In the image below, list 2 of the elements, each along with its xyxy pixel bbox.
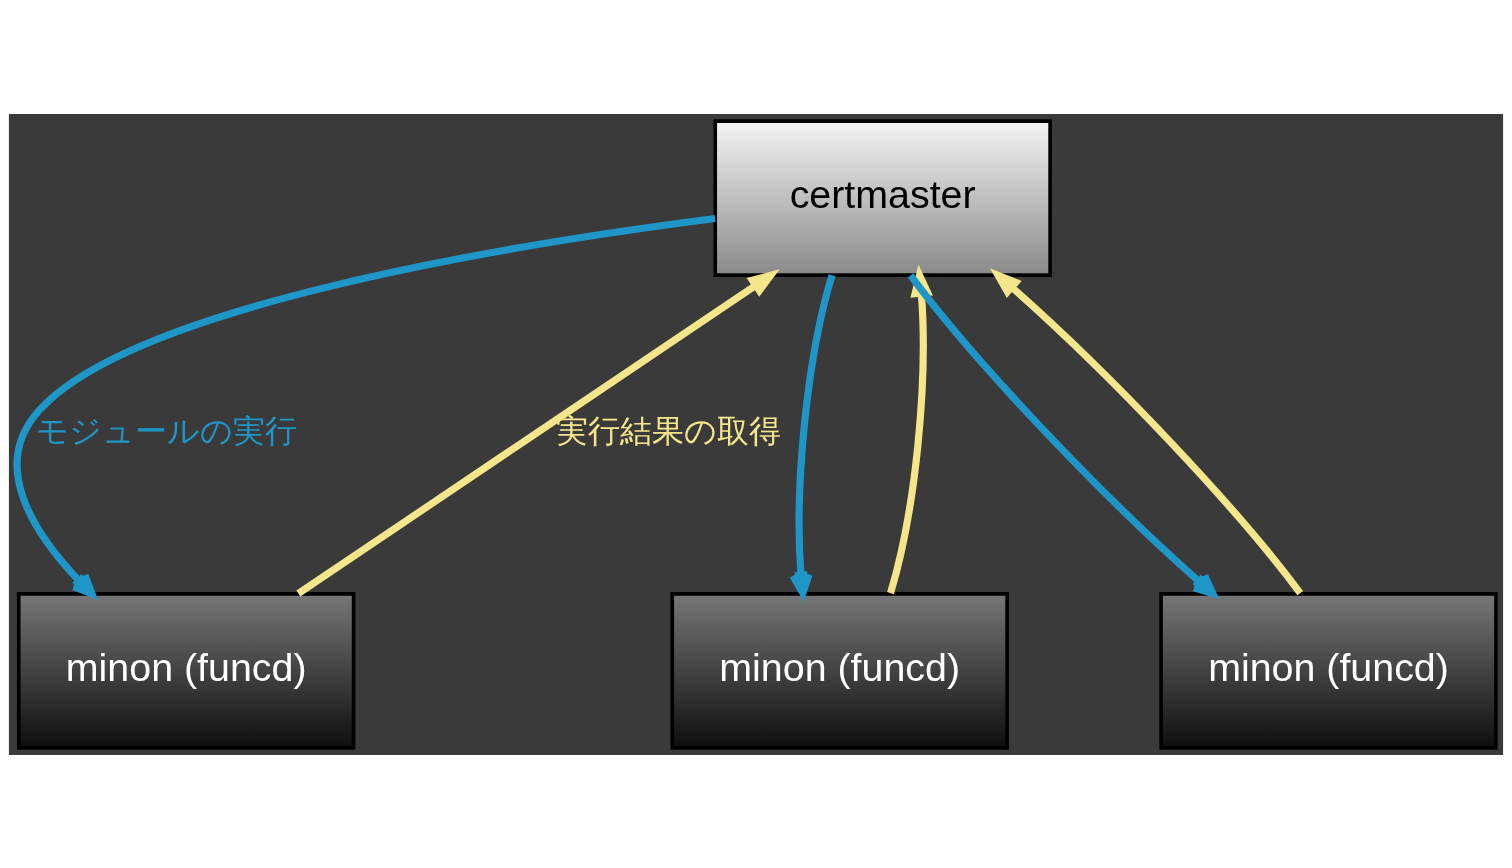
edge-label: モジュールの実行 [35,411,297,450]
edge-label: 実行結果の取得 [556,411,782,450]
